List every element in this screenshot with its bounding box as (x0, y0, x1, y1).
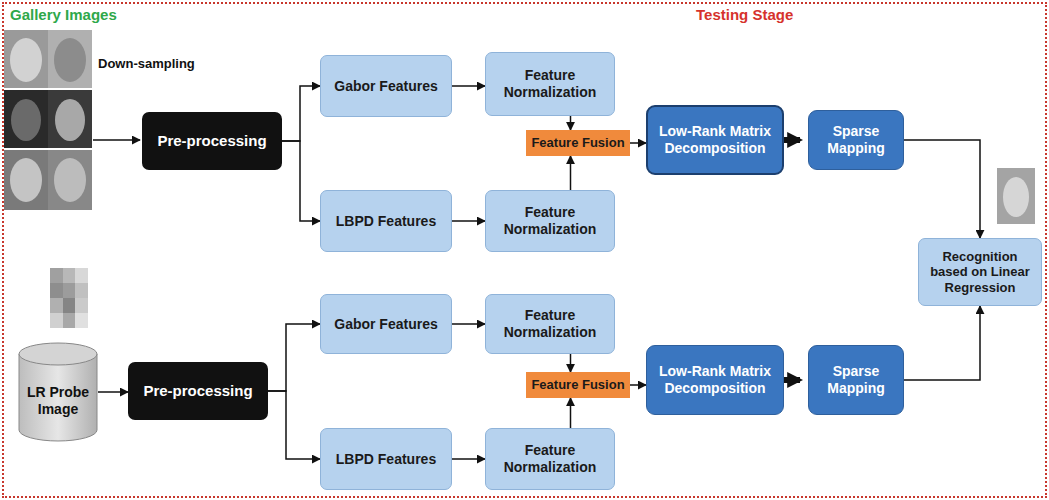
box-text: Feature Normalization (492, 67, 608, 101)
feature-box: Gabor Features (320, 294, 452, 354)
flow-arrow (452, 323, 485, 325)
section-title: Testing Stage (696, 6, 793, 23)
flow-arrow (282, 86, 320, 141)
flow-arrow (98, 391, 128, 393)
box-text: Sparse Mapping (815, 363, 897, 397)
thick-arrow (784, 137, 800, 143)
database-cylinder: LR Probe Image (18, 342, 98, 442)
thick-arrow (784, 377, 800, 383)
box-text: LBPD Features (336, 213, 436, 230)
decomposition-box: Low-Rank Matrix Decomposition (646, 105, 784, 175)
flow-arrow (570, 116, 572, 130)
flow-arrow (452, 85, 485, 87)
box-text: Feature Fusion (531, 135, 624, 151)
section-title: Gallery Images (10, 6, 117, 23)
box-text: Gabor Features (334, 316, 437, 333)
mapping-box: Sparse Mapping (808, 345, 904, 415)
flow-arrow (268, 324, 320, 391)
normalization-box: Feature Normalization (485, 190, 615, 252)
flow-arrow (570, 354, 572, 372)
flow-arrow (570, 156, 572, 190)
decomposition-box: Low-Rank Matrix Decomposition (646, 345, 784, 415)
normalization-box: Feature Normalization (485, 428, 615, 490)
flow-arrow (452, 458, 485, 460)
box-text: LBPD Features (336, 451, 436, 468)
flow-arrow (630, 142, 646, 144)
pixelated-probe-face (50, 268, 88, 328)
normalization-box: Feature Normalization (485, 294, 615, 354)
flow-arrow (282, 141, 320, 221)
flow-arrow (452, 220, 485, 222)
box-text: Feature Normalization (492, 204, 608, 238)
gallery-faces (4, 30, 92, 210)
flow-arrow (904, 140, 980, 238)
box-text: Low-Rank Matrix Decomposition (653, 363, 777, 397)
box-text: Feature Fusion (531, 377, 624, 393)
box-text: Sparse Mapping (815, 123, 897, 157)
fusion-box: Feature Fusion (526, 372, 630, 398)
flow-arrow (904, 306, 980, 380)
feature-box: LBPD Features (320, 190, 452, 252)
box-text: Recognition based on Linear Regression (925, 249, 1035, 296)
input-arrow (93, 139, 140, 141)
process-box: Pre-processing (142, 112, 282, 170)
process-box: Pre-processing (128, 362, 268, 420)
recognized-face (997, 168, 1035, 224)
fusion-box: Feature Fusion (526, 130, 630, 156)
mapping-box: Sparse Mapping (808, 110, 904, 170)
flow-arrow (268, 391, 320, 459)
recognition-box: Recognition based on Linear Regression (918, 238, 1042, 306)
box-text: Pre-processing (143, 382, 252, 400)
box-text: Feature Normalization (492, 307, 608, 341)
box-text: LR Probe Image (24, 384, 92, 418)
feature-box: LBPD Features (320, 428, 452, 490)
step-note: Down-sampling (98, 56, 195, 71)
flow-arrow (570, 398, 572, 428)
box-text: Gabor Features (334, 78, 437, 95)
feature-box: Gabor Features (320, 55, 452, 117)
normalization-box: Feature Normalization (485, 52, 615, 116)
box-text: Low-Rank Matrix Decomposition (654, 123, 776, 157)
box-text: Pre-processing (157, 132, 266, 150)
flow-arrow (630, 384, 646, 386)
box-text: Feature Normalization (492, 442, 608, 476)
